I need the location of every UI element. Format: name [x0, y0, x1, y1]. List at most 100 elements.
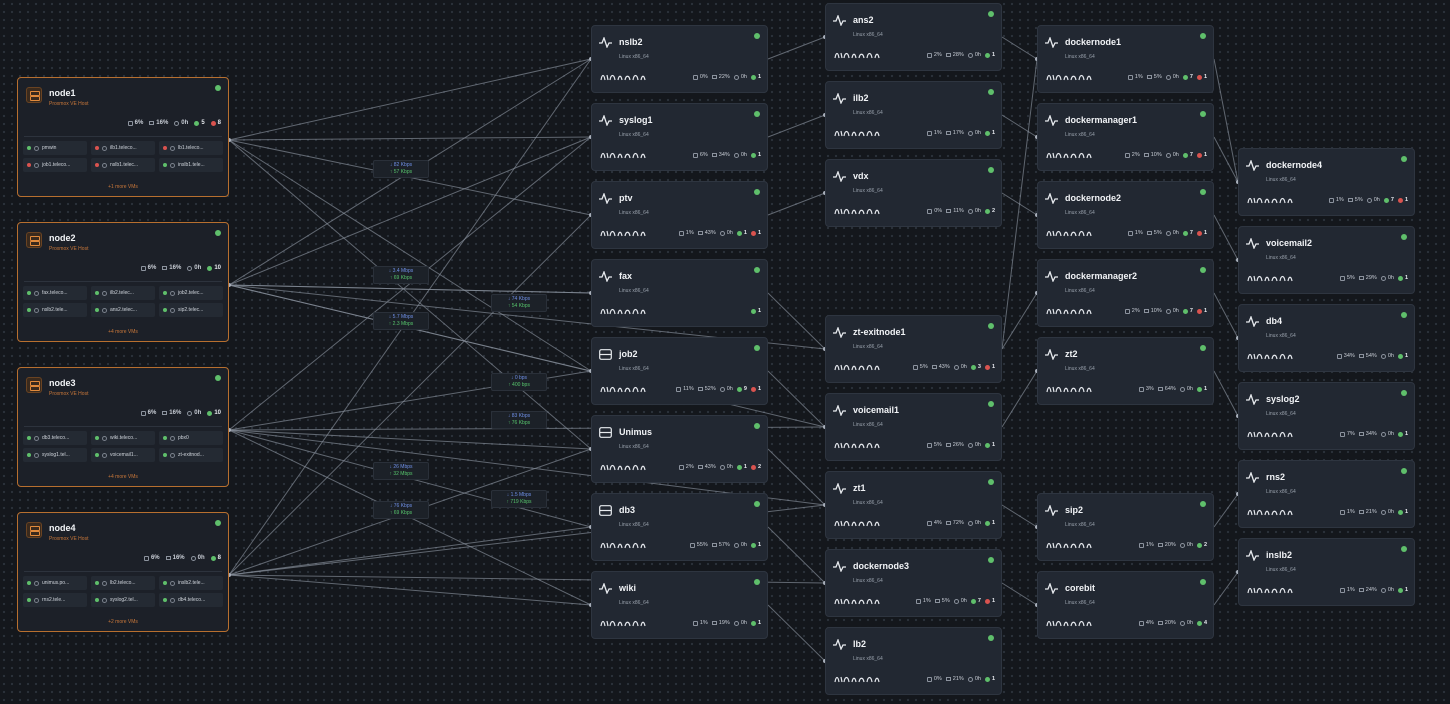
host-name: node4 [49, 523, 76, 533]
vm-chip[interactable]: wiki.teleco... [91, 431, 155, 445]
vm-chip[interactable]: unimus.po... [23, 576, 87, 590]
status-dot [27, 308, 31, 312]
more-vms-link[interactable]: +4 more VMs [108, 329, 138, 335]
status-indicator [754, 111, 760, 117]
memory-icon [1157, 387, 1163, 391]
upload-rate: ↑ 57 Kbps [389, 169, 413, 175]
status-indicator [1401, 390, 1407, 396]
status-indicator [1401, 468, 1407, 474]
clock-icon [733, 152, 739, 158]
cpu-value: 1% [1134, 74, 1143, 80]
vm-chip[interactable]: pbx0 [159, 431, 223, 445]
running-count: 2 [1203, 542, 1207, 548]
download-rate: ↓ 3.4 Mbps [388, 268, 414, 274]
vm-chip[interactable]: lb1.teleco... [159, 141, 223, 155]
vm-chip-label: job2.telec... [178, 290, 204, 296]
vm-chip[interactable]: job1.teleco... [23, 158, 87, 172]
vm-chip[interactable]: voicemail1... [91, 448, 155, 462]
download-rate: ↓ 5.7 Mbps [388, 314, 414, 320]
vm-chip[interactable]: db3.teleco... [23, 431, 87, 445]
status-dot [163, 453, 167, 457]
vm-chip[interactable]: job2.telec... [159, 286, 223, 300]
vm-os: Linux x86_64 [1266, 567, 1296, 573]
running-count: 1 [757, 620, 761, 626]
more-vms-link[interactable]: +2 more VMs [108, 619, 138, 625]
stopped-dot [750, 386, 756, 392]
cpu-icon [678, 230, 684, 236]
host-node[interactable]: node1 Proxmox VE Host 6% 16% 0h 5 8 pmwi… [17, 77, 229, 197]
memory-value: 22% [718, 74, 730, 80]
upload-rate: ↑ 32 Mbps [389, 471, 413, 477]
more-vms-link[interactable]: +1 more VMs [108, 184, 138, 190]
vm-chip[interactable]: fax.teleco... [23, 286, 87, 300]
status-indicator [754, 579, 760, 585]
vm-chip[interactable]: ilb2.telec... [91, 286, 155, 300]
vm-chip[interactable]: nslb2.tele... [23, 303, 87, 317]
vm-chip[interactable]: syslog1.tel... [23, 448, 87, 462]
host-type: Proxmox VE Host [49, 391, 89, 397]
vm-icon [170, 162, 175, 168]
memory-icon [931, 365, 937, 369]
vm-chip[interactable]: ilb1.teleco... [91, 141, 155, 155]
host-node[interactable]: node2 Proxmox VE Host 6% 16% 0h 10 fax.t… [17, 222, 229, 342]
memory-icon [165, 556, 171, 560]
vm-chip[interactable]: syslog2.tel... [91, 593, 155, 607]
vm-icon [170, 307, 175, 313]
activity-sparkline [1046, 152, 1092, 159]
vm-chip[interactable]: inslb1.tele... [159, 158, 223, 172]
vm-chip[interactable]: pmwin [23, 141, 87, 155]
vm-chip[interactable]: ans2.telec... [91, 303, 155, 317]
vm-chip[interactable]: db4.teleco... [159, 593, 223, 607]
vm-list: unimus.po... lb2.teleco... inslb2.tele..… [23, 576, 223, 607]
vm-chip-label: pmwin [42, 145, 57, 151]
vm-chip[interactable]: zt-exitnod... [159, 448, 223, 462]
uptime-value: 0h [1172, 308, 1179, 314]
memory-value: 34% [1365, 431, 1377, 437]
vm-chip[interactable]: inslb2.tele... [159, 576, 223, 590]
activity-icon [833, 169, 846, 183]
more-vms-link[interactable]: +4 more VMs [108, 474, 138, 480]
vm-chip[interactable]: lb2.teleco... [91, 576, 155, 590]
vm-chip[interactable]: rns2.tele... [23, 593, 87, 607]
vm-chip[interactable]: nslb1.telec... [91, 158, 155, 172]
activity-sparkline [600, 464, 646, 471]
host-node[interactable]: node3 Proxmox VE Host 6% 16% 0h 10 db3.t… [17, 367, 229, 487]
cpu-value: 1% [1346, 509, 1355, 515]
vm-chip[interactable]: sip2.telec... [159, 303, 223, 317]
vm-name: syslog1 [619, 115, 653, 125]
status-indicator [754, 33, 760, 39]
host-node[interactable]: node4 Proxmox VE Host 6% 16% 0h 8 unimus… [17, 512, 229, 632]
